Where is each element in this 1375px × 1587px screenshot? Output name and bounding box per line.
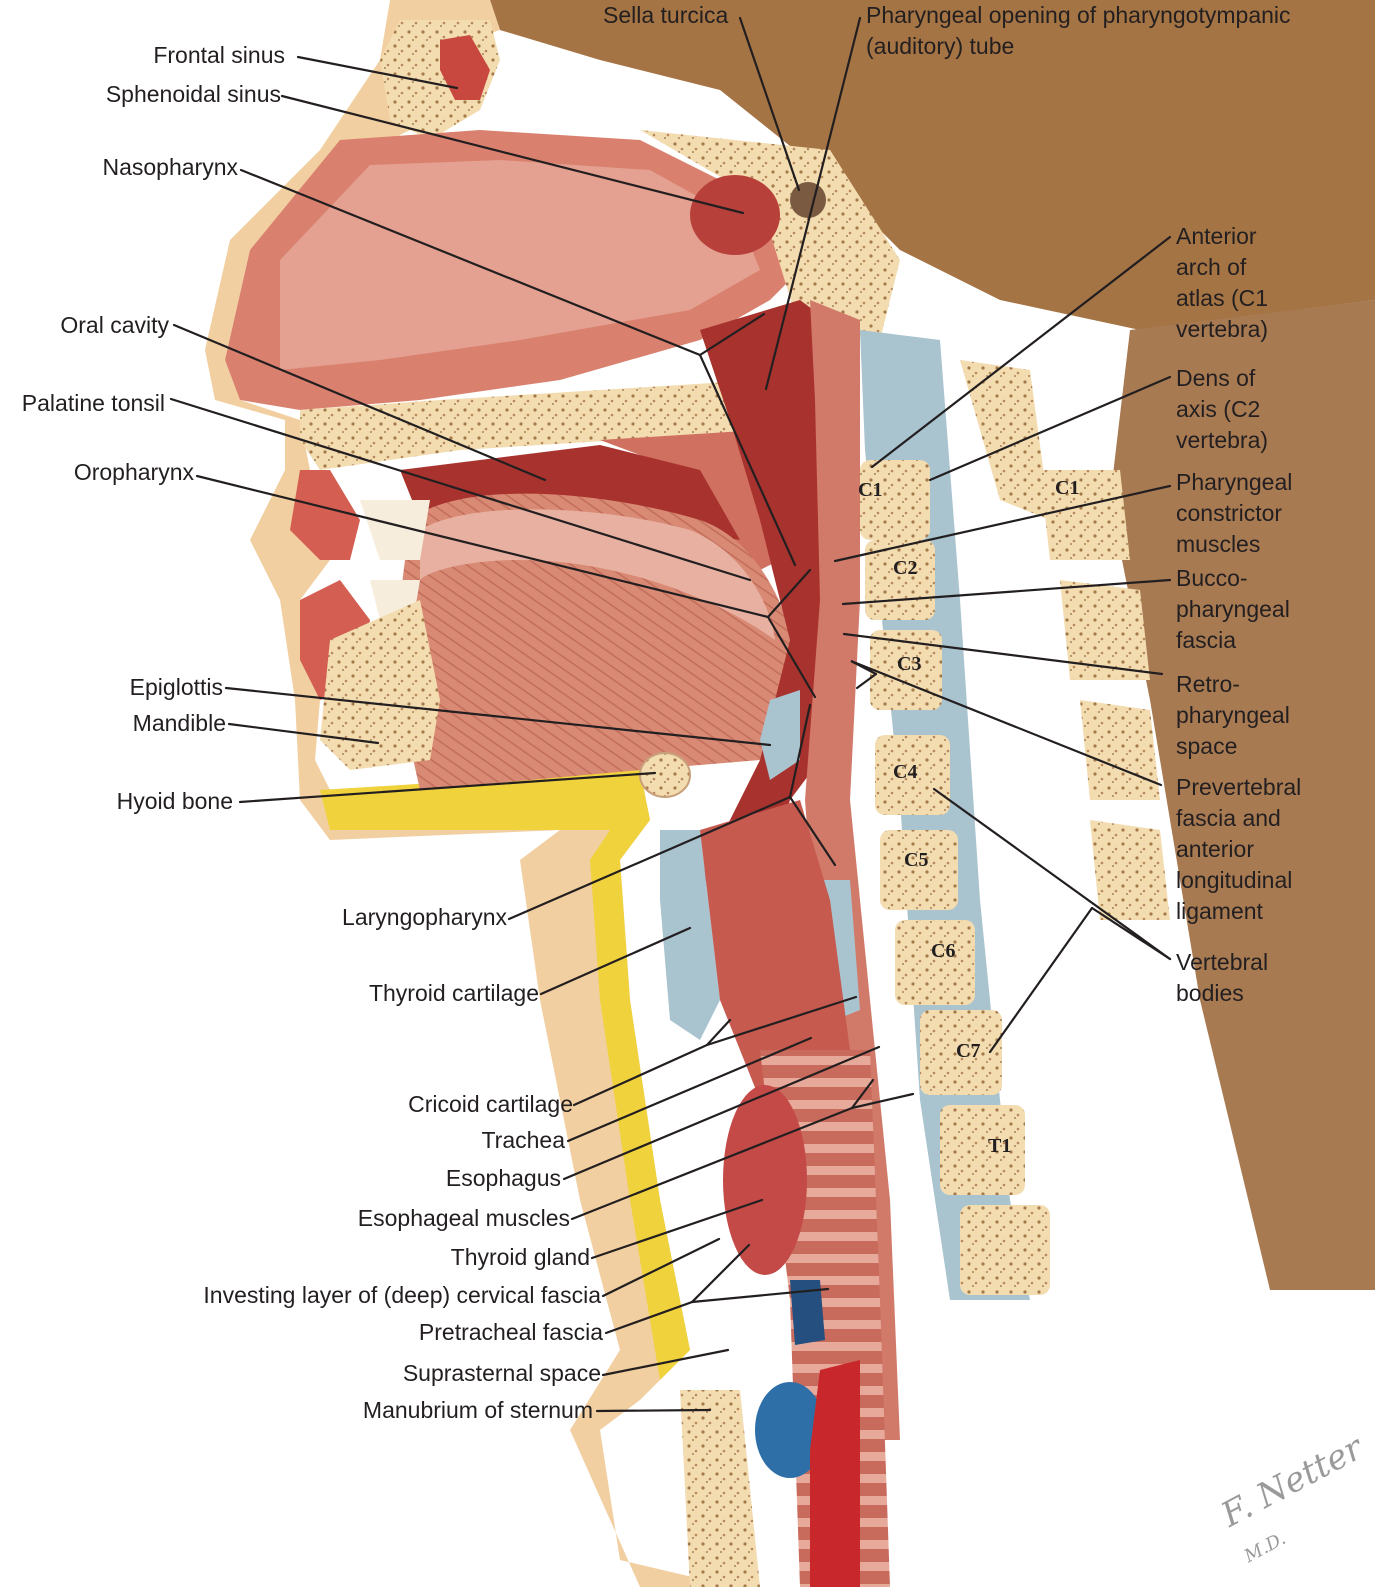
subcutaneous-fat [320,770,690,1380]
label-investing-layer: Investing layer of (deep) cervical fasci… [203,1282,601,1308]
vertebra-label-c1-back: C1 [1055,477,1080,499]
sphenoidal-sinus-shape [690,175,780,255]
upper-lip [290,470,360,560]
label-epiglottis: Epiglottis [129,674,223,700]
sphenoid-bone [640,130,900,340]
label-oropharynx: Oropharynx [73,459,194,485]
label-oral-cavity: Oral cavity [60,312,169,338]
pharyngeal-wall [805,300,900,1440]
label-dens-of-axis: Dens of axis (C2 vertebra) [1176,365,1269,453]
label-sphenoidal-sinus: Sphenoidal sinus [105,81,281,107]
label-palatine-tonsil: Palatine tonsil [21,390,165,416]
label-pharyngeal-constrictor: Pharyngeal constrictor muscles [1176,469,1293,557]
label-anterior-arch: Anterior arch of atlas (C1 vertebra) [1176,223,1269,342]
label-manubrium: Manubrium of sternum [362,1397,593,1423]
vertebra-label-t1: T1 [988,1135,1012,1157]
vertebra-label-c5: C5 [904,849,929,871]
hard-palate [300,380,790,470]
label-sella-turcica: Sella turcica [603,2,729,28]
vertebra-label-c7: C7 [956,1040,981,1062]
brachiocephalic-vein [790,1280,825,1345]
vertebra-label-c1-front: C1 [858,479,883,501]
label-prevertebral-fascia: Prevertebral fascia and anterior longitu… [1176,774,1302,924]
vertebra-label-c3: C3 [897,653,922,675]
label-esophagus: Esophagus [445,1165,561,1191]
label-thyroid-gland: Thyroid gland [450,1244,590,1270]
posterior-brain [1110,300,1375,1290]
nasal-cavity-highlight [280,160,760,370]
larynx-lumen [700,800,850,1100]
tongue-surface [420,509,775,640]
upper-teeth [360,500,430,560]
label-esophageal-muscles: Esophageal muscles [357,1205,570,1231]
label-thyroid-cartilage: Thyroid cartilage [368,980,539,1006]
label-laryngopharynx: Laryngopharynx [342,904,507,930]
label-buccopharyngeal-fascia: Bucco- pharyngeal fascia [1176,565,1290,653]
hyoid-bone-shape [639,752,691,798]
thyroid-cartilage-shape [660,830,720,1040]
vein-shape [755,1382,825,1478]
mandible-bone [320,600,440,770]
label-pretracheal-fascia: Pretracheal fascia [418,1319,603,1345]
label-suprasternal-space: Suprasternal space [402,1360,601,1386]
label-nasopharynx: Nasopharynx [102,154,238,180]
label-cricoid-cartilage: Cricoid cartilage [408,1091,573,1117]
thyroid-gland-shape [723,1085,807,1275]
vertebral-column [860,330,1170,1300]
label-mandible: Mandible [132,710,226,736]
label-frontal-sinus: Frontal sinus [153,42,285,68]
label-hyoid-bone: Hyoid bone [116,788,233,814]
vertebra-label-c4: C4 [893,761,918,783]
frontal-sinus-shape [440,35,490,100]
label-vertebral-bodies: Vertebral bodies [1176,949,1269,1006]
sella-turcica-shape [790,182,826,218]
label-pharyngeal-opening: Pharyngeal opening of pharyngotympanic (… [866,2,1291,59]
leader-lines [169,16,1172,1413]
epiglottis-shape [760,690,800,780]
pharynx-cavity [700,300,840,900]
vertebra-label-c2: C2 [893,557,918,579]
label-trachea: Trachea [481,1127,565,1153]
vertebra-label-c6: C6 [931,940,956,962]
artery-shape [810,1360,860,1587]
manubrium-shape [680,1390,760,1587]
label-retropharyngeal-space: Retro- pharyngeal space [1176,671,1290,759]
brain-region [490,0,1375,330]
